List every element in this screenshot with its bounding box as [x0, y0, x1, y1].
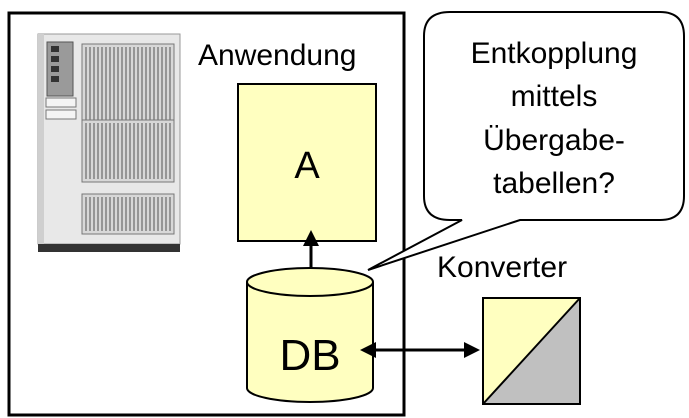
db-converter-arrow — [360, 342, 480, 358]
application-label: Anwendung — [198, 39, 356, 72]
database-cylinder-icon — [246, 267, 374, 403]
database-label: DB — [279, 331, 340, 380]
converter-label: Konverter — [437, 251, 567, 284]
callout-line-2: mittels — [511, 80, 598, 113]
converter-diagonal-box-icon — [482, 297, 581, 405]
callout-line-1: Entkopplung — [471, 37, 638, 70]
callout-line-4: tabellen? — [493, 167, 615, 200]
callout-bubble — [367, 11, 685, 271]
callout-line-3: Übergabe- — [483, 124, 625, 157]
server-computer-icon — [37, 33, 181, 252]
application-box — [237, 83, 377, 242]
application-box-label: A — [294, 145, 320, 187]
